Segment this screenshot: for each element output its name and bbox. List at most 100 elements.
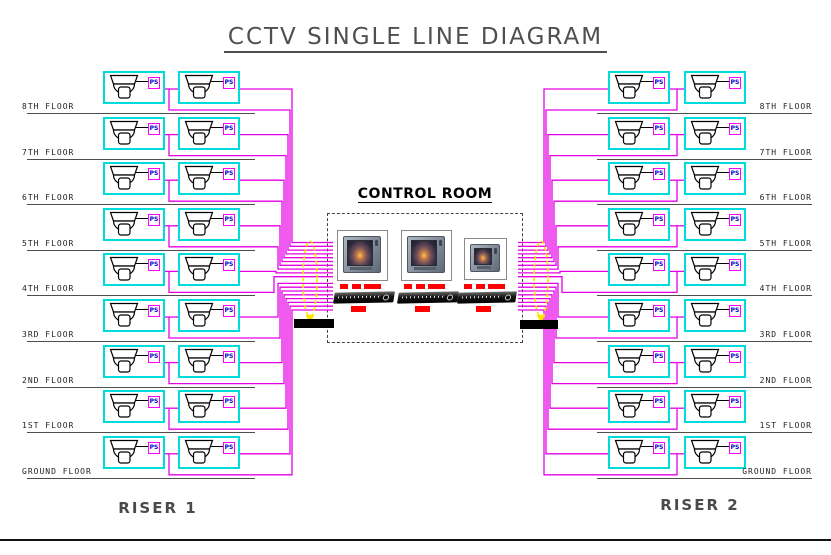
floor-label: 3RD FLOOR xyxy=(759,330,812,339)
power-supply-badge: PS xyxy=(223,350,235,363)
power-supply-badge: PS xyxy=(148,77,160,89)
power-supply-badge: PS xyxy=(223,441,235,454)
dome-camera: PS xyxy=(178,390,240,424)
floor-line xyxy=(27,158,255,160)
floor-label: 6TH FLOOR xyxy=(759,193,812,203)
floor-line xyxy=(27,341,255,342)
power-supply-badge: PS xyxy=(729,213,741,226)
dome-camera: PS xyxy=(684,390,746,424)
dome-camera: PS xyxy=(684,71,746,104)
power-supply-badge: PS xyxy=(223,168,235,181)
camera-ps-wire xyxy=(717,400,729,402)
power-supply-badge: PS xyxy=(729,396,741,409)
red-label xyxy=(340,284,348,289)
power-supply-badge: PS xyxy=(148,396,160,409)
floor-line xyxy=(27,295,255,297)
dome-camera-icon xyxy=(690,166,720,190)
dome-camera-icon xyxy=(109,211,139,236)
floor-label: 2ND FLOOR xyxy=(759,375,812,385)
power-supply-badge: PS xyxy=(148,122,160,135)
floor-line xyxy=(597,204,812,206)
red-label xyxy=(415,306,430,312)
floor-label: 4TH FLOOR xyxy=(22,284,75,294)
dome-camera: PS xyxy=(103,253,165,287)
red-label xyxy=(352,284,361,289)
floor-label: 8TH FLOOR xyxy=(22,102,75,111)
power-supply-badge: PS xyxy=(223,213,235,226)
dome-camera-icon xyxy=(614,348,644,373)
red-label xyxy=(464,284,472,289)
dome-camera: PS xyxy=(608,207,670,241)
power-supply-badge: PS xyxy=(653,168,665,181)
dome-camera: PS xyxy=(103,162,165,196)
dome-camera-icon xyxy=(690,302,720,327)
power-supply-badge: PS xyxy=(729,259,741,272)
dome-camera: PS xyxy=(103,435,165,469)
dome-camera-icon xyxy=(614,439,644,464)
dome-camera-icon xyxy=(109,348,139,373)
dome-camera-icon xyxy=(109,439,139,464)
dome-camera: PS xyxy=(684,116,746,150)
floor-line xyxy=(597,295,812,297)
dome-camera-icon xyxy=(109,74,139,99)
dome-camera-icon xyxy=(690,348,720,373)
dome-camera: PS xyxy=(103,390,165,424)
dome-camera: PS xyxy=(178,116,240,150)
floor-line xyxy=(27,204,255,206)
camera-ps-wire xyxy=(641,172,653,174)
power-supply-badge: PS xyxy=(653,213,665,226)
power-supply-badge: PS xyxy=(148,168,160,181)
floor-line xyxy=(27,432,255,434)
dome-camera: PS xyxy=(178,344,240,378)
red-label xyxy=(364,284,381,289)
floor-label: GROUND FLOOR xyxy=(22,466,92,476)
floor-line xyxy=(597,249,812,251)
cable-junction-bar-right xyxy=(520,320,558,329)
camera-ps-wire xyxy=(211,445,223,447)
power-supply-badge: PS xyxy=(729,168,741,181)
camera-ps-wire xyxy=(641,445,653,447)
camera-ps-wire xyxy=(136,354,148,356)
dvr-icon xyxy=(397,291,459,304)
power-supply-badge: PS xyxy=(148,213,160,226)
floor-label: 5TH FLOOR xyxy=(759,238,812,248)
camera-ps-wire xyxy=(641,354,653,356)
camera-ps-wire xyxy=(211,400,223,402)
dome-camera: PS xyxy=(608,344,670,378)
red-label xyxy=(476,306,491,312)
dome-camera-icon xyxy=(690,120,720,145)
power-supply-badge: PS xyxy=(148,441,160,454)
camera-ps-wire xyxy=(641,81,653,82)
dome-camera: PS xyxy=(608,71,670,104)
floor-label: 3RD FLOOR xyxy=(22,330,75,339)
page-title: CCTV SINGLE LINE DIAGRAM xyxy=(223,24,608,53)
floor-label: 7TH FLOOR xyxy=(22,147,75,157)
dome-camera: PS xyxy=(608,435,670,469)
dome-camera: PS xyxy=(684,253,746,287)
power-supply-badge: PS xyxy=(148,259,160,272)
dome-camera-icon xyxy=(614,257,644,281)
camera-ps-wire xyxy=(136,172,148,174)
floor-line xyxy=(597,386,812,388)
floor-line xyxy=(27,113,255,114)
dome-camera-icon xyxy=(690,74,720,99)
camera-ps-wire xyxy=(641,126,653,128)
dome-camera-icon xyxy=(614,74,644,99)
dome-camera: PS xyxy=(608,116,670,150)
red-label xyxy=(416,284,425,289)
dome-camera-icon xyxy=(690,257,720,281)
camera-ps-wire xyxy=(136,126,148,128)
floor-line xyxy=(27,386,255,388)
dome-camera: PS xyxy=(684,299,746,332)
page-bottom-rule xyxy=(0,539,831,541)
dome-camera-icon xyxy=(614,166,644,190)
camera-ps-wire xyxy=(717,354,729,356)
floor-line xyxy=(27,249,255,251)
power-supply-badge: PS xyxy=(729,441,741,454)
red-label xyxy=(428,284,445,289)
control-room-box xyxy=(327,213,523,343)
monitor-icon xyxy=(464,238,507,280)
dome-camera-icon xyxy=(109,120,139,145)
floor-line xyxy=(597,341,812,342)
